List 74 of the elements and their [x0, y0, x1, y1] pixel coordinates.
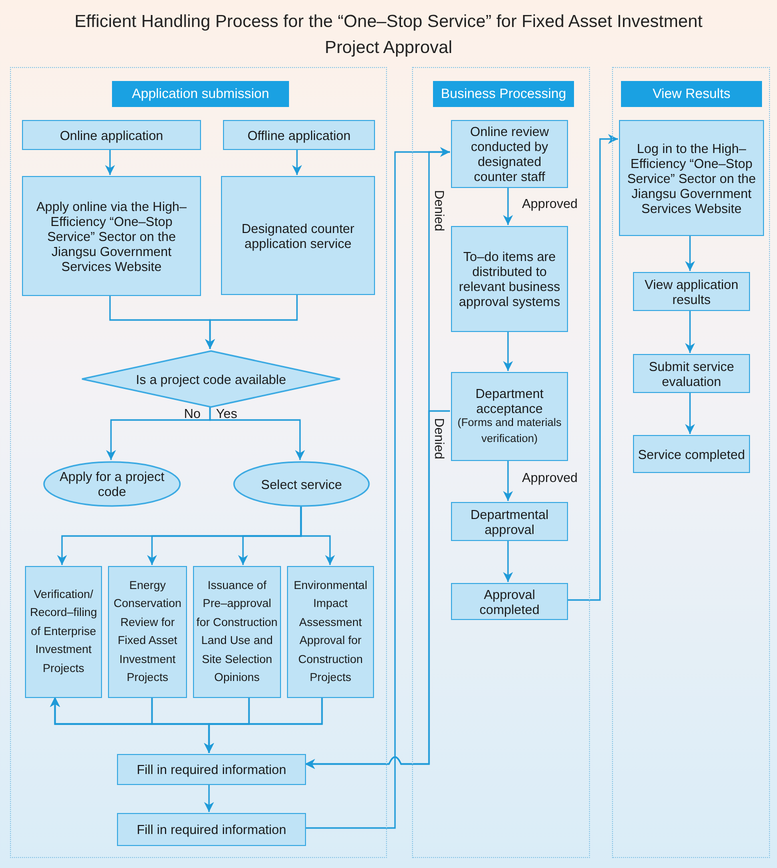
box-label: Issuance of Pre–approval for Construction Land Use and Site Selection Opinions [195, 578, 279, 686]
process-box [451, 120, 568, 188]
arrow [503, 540, 513, 582]
arrow [503, 460, 513, 501]
process-box [108, 566, 187, 698]
box-label: Online application [58, 128, 164, 142]
arrow [567, 134, 618, 601]
arrow [292, 149, 302, 175]
box-label: To–do items are distributed to relevant business approval systems [458, 249, 562, 309]
box-label: Fill in required information [136, 762, 288, 777]
box-label: Fill in required information [136, 822, 288, 837]
decision-diamond [81, 350, 341, 408]
diagram-title: Efficient Handling Process for the “One–Stop Service” for Fixed Asset Investment Project Approval [73, 10, 704, 59]
lane-heading: View Results [621, 81, 762, 107]
arrow [205, 294, 298, 349]
swimlane-panel [10, 67, 387, 858]
box-label: Departmental approval [469, 506, 550, 536]
box-label: Apply for a project code [58, 469, 166, 499]
edge-label: Yes [216, 406, 238, 421]
arrow [503, 331, 513, 371]
box-label: Department acceptance [474, 386, 544, 416]
edge-label: Approved [522, 196, 578, 211]
process-box [451, 226, 568, 332]
box-label: Environmental Impact Assessment Approval for Construction Projects [292, 578, 368, 686]
process-box [287, 566, 374, 698]
process-box [633, 272, 750, 311]
process-box [221, 176, 375, 295]
box-label: Online review conducted by designated counter staff [469, 124, 550, 184]
arrow [685, 310, 695, 353]
process-box [451, 372, 568, 461]
process-box [25, 566, 102, 698]
arrow [209, 407, 305, 460]
edge-label: Denied [432, 190, 447, 232]
process-box [633, 435, 750, 473]
process-box [117, 754, 306, 785]
edge-label: No [184, 406, 201, 421]
process-box [451, 583, 568, 620]
process-box [619, 120, 764, 236]
box-note: (Forms and materials verification) [456, 416, 562, 446]
process-box [22, 176, 201, 296]
box-label: Log in to the High–Efficiency “One–Stop Service” Sector on the Jiangsu Government Services Website [626, 140, 757, 216]
arrow [685, 235, 695, 271]
process-box [193, 566, 281, 698]
box-label: Select service [260, 476, 343, 492]
box-label: Is a project code available [134, 372, 288, 386]
box-label: Submit service evaluation [648, 358, 736, 388]
box-label: Apply online via the High–Efficiency “One–Stop Service” Sector on the Jiangsu Government Services Website [35, 198, 188, 274]
box-label: Offline application [246, 128, 352, 142]
box-label: Service completed [637, 446, 746, 462]
process-box [117, 813, 306, 846]
process-box [223, 120, 375, 150]
arrow [685, 392, 695, 434]
arrow [204, 784, 214, 812]
lane-heading: Business Processing [433, 81, 574, 107]
process-ellipse [233, 461, 370, 507]
arrow [305, 410, 450, 769]
arrow [105, 149, 115, 175]
arrow [204, 697, 323, 753]
process-ellipse [43, 461, 181, 507]
process-box [22, 120, 201, 150]
box-label: Energy Conservation Review for Fixed Asset Investment Projects [112, 578, 182, 686]
arrow [503, 187, 513, 225]
arrow [300, 506, 335, 565]
swimlane-panel [612, 67, 770, 858]
box-label: Designated counter application service [240, 220, 356, 250]
process-box [633, 354, 750, 393]
process-box [451, 502, 568, 541]
box-label: View application results [644, 276, 740, 306]
lane-heading: Application submission [112, 81, 289, 107]
edge-label: Approved [522, 470, 578, 485]
box-label: Verification/ Record–filing of Enterprise Investment Projects [28, 588, 98, 677]
box-label: Approval completed [478, 586, 540, 616]
swimlane-panel [412, 67, 590, 858]
edge-label: Denied [432, 418, 447, 460]
